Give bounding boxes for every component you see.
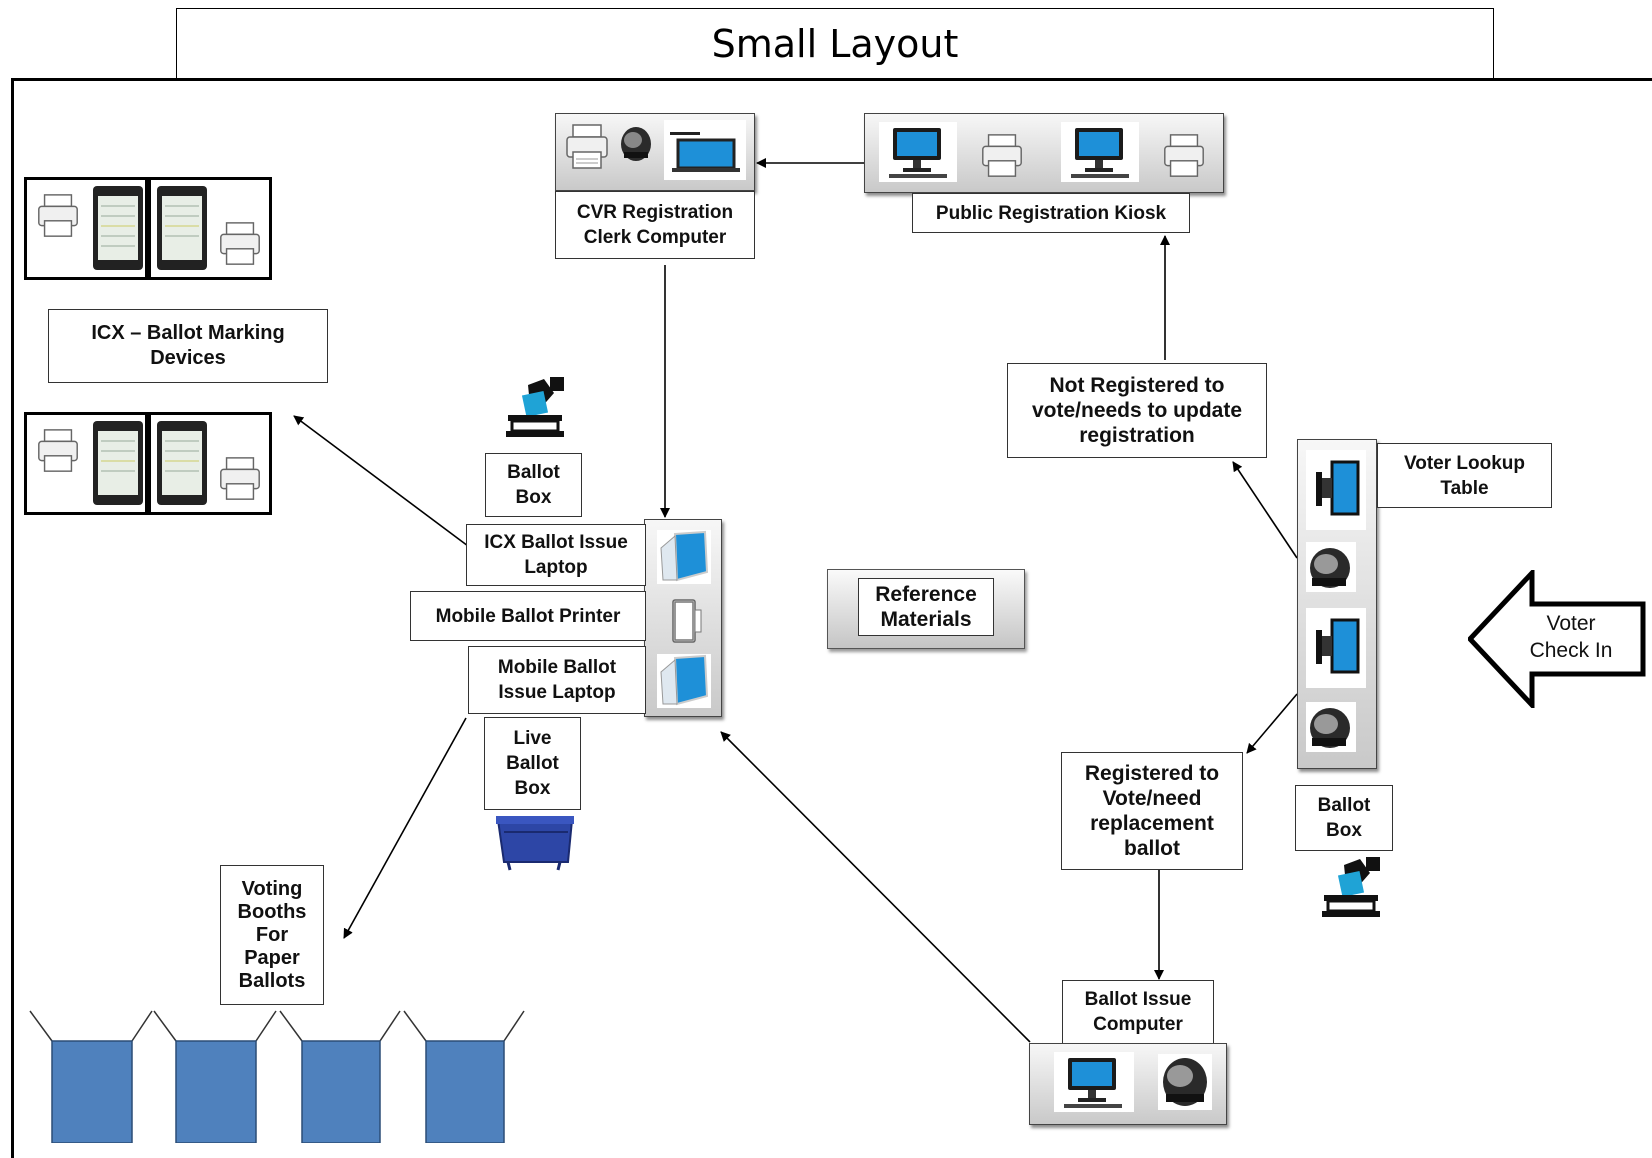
ballot-box-icon [506,377,564,437]
voting-booth-icon [29,1010,153,1143]
label-printer-icon [1306,542,1356,592]
monitor-icon [1316,460,1360,516]
printer-icon [38,429,78,472]
arrow-issue-to-station [720,731,1031,1043]
voter-lookup-label: Voter Lookup Table [1377,443,1552,508]
room-floor-outline [11,78,1652,1158]
live-ballot-box-label: Live Ballot Box [484,717,581,810]
voting-booth-icon [279,1010,401,1143]
voting-booth-icon [403,1010,525,1143]
diagram-title: Small Layout [176,8,1494,80]
printer-icon [220,222,260,265]
mobile-laptop-label: Mobile Ballot Issue Laptop [468,646,646,714]
bmd-unit-top-right [148,177,272,280]
kiosk-label: Public Registration Kiosk [912,193,1190,233]
tablet-icon [93,421,143,505]
cvr-label: CVR Registration Clerk Computer [555,191,755,259]
tablet-icon [157,186,207,270]
printer-icon [982,134,1022,177]
voter-check-in-label: Voter Check In [1529,612,1613,662]
registered-label: Registered to Vote/need replacement ball… [1061,752,1243,870]
voter-lookup-tray [1297,439,1377,769]
bmd-unit-bottom-right [148,412,272,515]
ballot-issue-computer-label: Ballot Issue Computer [1062,980,1214,1044]
printer-icon [38,194,78,237]
not-registered-label: Not Registered to vote/needs to update r… [1007,363,1267,458]
left-arrow-icon [1468,570,1646,708]
printer-icon [220,457,260,500]
icx-bmd-label: ICX – Ballot Marking Devices [48,309,328,383]
bmd-unit-top-left [24,177,148,280]
ballot-box-icon [1322,857,1380,917]
monitor-icon [1316,618,1360,674]
tablet-icon [157,421,207,505]
printer-icon [566,124,608,169]
ballot-box-left-label: Ballot Box [485,453,582,517]
monitor-icon [670,132,740,172]
arrow-lookup-to-registered [1246,693,1298,754]
monitor-icon [1064,1058,1122,1108]
storage-bin-icon [496,816,574,871]
ballot-box-right-label: Ballot Box [1295,785,1393,851]
laptop-icon [657,654,711,708]
voting-booth-row [29,1010,525,1143]
cvr-equipment-tray [555,113,755,191]
reference-materials-label: Reference Materials [858,578,994,636]
tablet-icon [93,186,143,270]
ballot-issue-tray [1029,1043,1227,1125]
voting-booths-label: Voting Booths For Paper Ballots [220,865,324,1005]
icx-laptop-label: ICX Ballot Issue Laptop [466,524,646,586]
monitor-icon [1071,128,1129,178]
laptop-icon [657,530,711,584]
label-printer-icon [1306,702,1356,752]
printer-icon [1164,134,1204,177]
bmd-unit-bottom-left [24,412,148,515]
monitor-icon [889,128,947,178]
arrow-station-to-bmd [293,415,469,547]
printer-icon [672,599,702,643]
arrow-station-to-booths [343,717,467,939]
label-printer-icon [621,127,651,161]
label-printer-icon [1158,1054,1212,1110]
kiosk-equipment-tray [864,113,1224,193]
mobile-printer-label: Mobile Ballot Printer [410,591,646,641]
arrow-lookup-to-notreg [1232,461,1298,559]
issue-station-tray [644,519,722,717]
reference-materials-box: Reference Materials [827,569,1025,649]
voting-booth-icon [153,1010,277,1143]
